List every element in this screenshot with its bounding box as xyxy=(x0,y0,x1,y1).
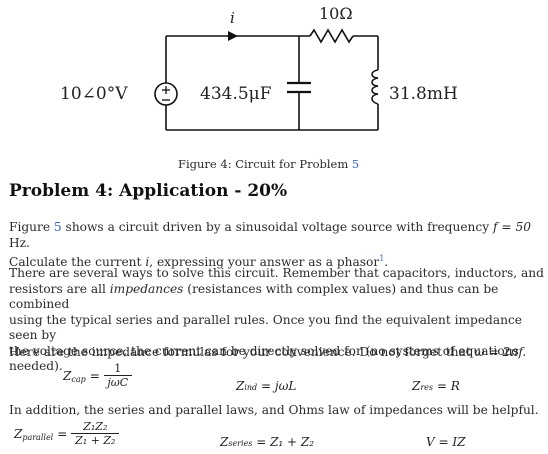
paragraph-laws: In addition, the series and parallel law… xyxy=(9,403,539,417)
caption-problem-link[interactable]: 5 xyxy=(351,157,360,171)
paragraph-formulas-intro: Here are the impedance formulas for your… xyxy=(9,345,527,359)
figure-caption: Figure 4: Circuit for Problem 5 xyxy=(178,157,360,171)
paragraph-method: There are several ways to solve this cir… xyxy=(9,266,544,373)
paragraph-intro: Figure 5 shows a circuit driven by a sin… xyxy=(9,220,531,270)
capacitor-label: 434.5μF xyxy=(200,84,272,104)
formula-zres: Zres = R xyxy=(412,379,460,393)
figure-link[interactable]: 5 xyxy=(53,220,62,234)
resistor-symbol xyxy=(309,28,354,44)
inductor-symbol xyxy=(371,69,379,105)
resistor-label: 10Ω xyxy=(319,4,353,23)
capacitor-symbol xyxy=(287,81,311,94)
circuit-diagram xyxy=(154,28,379,131)
formula-zseries: Zseries = Z₁ + Z₂ xyxy=(220,435,315,449)
current-label: i xyxy=(230,9,235,27)
source-label: 10∠0°V xyxy=(60,84,128,104)
problem-title: Problem 4: Application - 20% xyxy=(9,181,288,201)
formula-ohms-law: V = IZ xyxy=(426,435,466,449)
voltage-source-symbol xyxy=(154,82,178,106)
inductor-label: 31.8mH xyxy=(389,84,458,104)
current-arrow xyxy=(228,31,238,41)
footnote-link[interactable]: 1 xyxy=(379,254,385,263)
formula-zind: Zind = jωL xyxy=(236,379,297,393)
